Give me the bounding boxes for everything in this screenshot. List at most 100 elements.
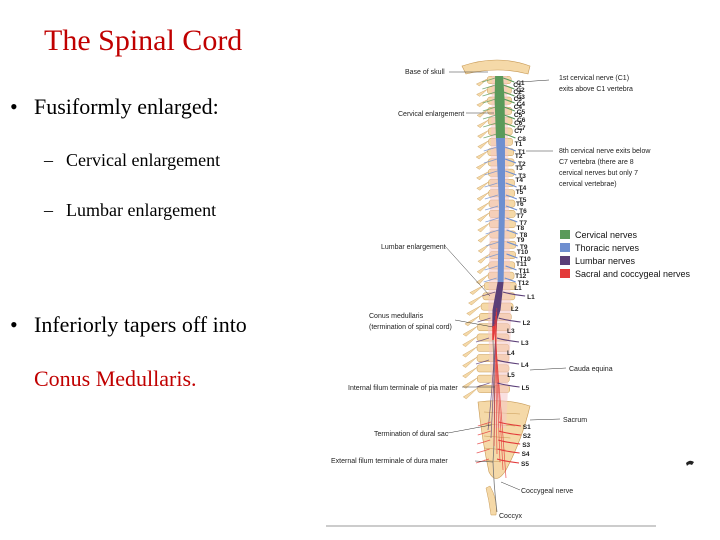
spinous-process [476, 120, 489, 128]
spinal-nerve [503, 84, 515, 90]
vertebra-label-c4: C4 [514, 104, 523, 111]
nerve-label-t11: T11 [519, 268, 530, 275]
label-lumbar-enlargement: Lumbar enlargement [381, 244, 446, 251]
sacrum-bone [477, 400, 531, 479]
label-c7-vertebra-note: C7 vertebra (there are 8 [559, 159, 634, 166]
spinal-nerve [505, 182, 517, 188]
vertebra-label-l3: L3 [507, 328, 515, 335]
spinal-nerve-left [484, 182, 498, 188]
spinal-nerve [504, 146, 516, 152]
spinal-nerve [505, 265, 517, 271]
spinous-process [477, 223, 490, 233]
label-exits-above-c1: exits above C1 vertebra [559, 86, 633, 93]
spinous-process [469, 284, 485, 295]
legend: Cervical nerves Thoracic nerves Lumbar n… [560, 230, 691, 279]
cauda-equina-fibre [494, 319, 504, 471]
nerve-label-c5: C5 [517, 109, 526, 116]
vertebra-label-l1: L1 [514, 285, 522, 292]
spinous-process [476, 202, 490, 212]
spinous-process [462, 356, 478, 368]
legend-label-lumbar: Lumbar nerves [575, 256, 636, 266]
cervical-cord-segment [494, 76, 505, 100]
spinous-process [462, 336, 478, 347]
vertebra-label-c5: C5 [514, 112, 523, 119]
spinal-nerve-left [476, 382, 490, 388]
spinal-nerve [504, 277, 516, 283]
nerve-label-c1: C1 [516, 80, 525, 87]
vertebra-label-c6: C6 [514, 120, 523, 127]
spinal-nerve [503, 77, 515, 83]
nerve-label-c4: C4 [517, 101, 526, 108]
bullet-fusiform: •Fusiformly enlarged: [10, 94, 219, 120]
spinal-nerve-left [477, 421, 491, 427]
spinal-nerve-left [477, 430, 491, 436]
spinal-nerve [504, 158, 517, 164]
bullet-tapers-text: Inferiorly tapers off into [34, 312, 247, 337]
spinous-process [466, 305, 482, 316]
spinal-nerve [498, 430, 521, 436]
label-first-cervical-nerve: 1st cervical nerve (C1) [559, 75, 629, 82]
spinous-process [475, 161, 489, 170]
leader-line [444, 245, 491, 297]
coccyx-bone [485, 485, 497, 516]
spinal-nerve [506, 241, 519, 247]
nerve-label-c2: C2 [516, 87, 525, 94]
spinal-nerve [498, 439, 521, 445]
vertebra-label-c7: C7 [514, 128, 523, 135]
spinal-nerve-left [483, 133, 497, 139]
spinal-nerve [503, 114, 516, 120]
legend-label-thoracic: Thoracic nerves [575, 243, 640, 253]
slide-title: The Spinal Cord [44, 24, 243, 57]
spinous-process [468, 295, 484, 306]
cauda-equina-fibre [493, 323, 507, 479]
spinous-process [476, 264, 489, 274]
spinous-process [462, 367, 478, 379]
vertebra-label-l2: L2 [511, 306, 519, 313]
spinal-nerve-left [485, 241, 500, 247]
nerve-label-c6: C6 [517, 117, 526, 124]
nerve-label-t12: T12 [518, 280, 530, 287]
vertebra-label-t10: T10 [517, 249, 529, 256]
spinal-nerve [496, 458, 520, 464]
nerve-label-t8: T8 [520, 232, 528, 239]
nerve-label-s3: S3 [522, 442, 530, 449]
spinal-nerve [504, 122, 516, 128]
vertebra-label-t3: T3 [515, 165, 523, 172]
spinal-nerve-left [482, 84, 496, 90]
label-sacrum: Sacrum [563, 417, 587, 424]
spinal-nerve-left [482, 291, 496, 297]
spinal-nerve [498, 317, 521, 323]
spinal-nerve-left [482, 91, 496, 97]
spinal-nerve [503, 106, 516, 112]
legend-swatch-thoracic [560, 243, 570, 252]
subbullet-lumbar: –Lumbar enlargement [44, 200, 216, 221]
vertebra-label-l4: L4 [507, 350, 515, 357]
spinous-process [477, 130, 489, 139]
label-eighth-cervical-nerve: 8th cervical nerve exits below [559, 148, 651, 155]
nerve-label-s5: S5 [521, 461, 529, 468]
spinal-nerve-left [484, 205, 499, 211]
vertebra-label-c1: C1 [513, 82, 522, 89]
vertebra-label-c3: C3 [514, 96, 523, 103]
nerve-label-t1: T1 [518, 149, 526, 156]
nerve-label-l4: L4 [521, 362, 529, 369]
spinal-nerve-left [485, 229, 499, 235]
nerve-label-t7: T7 [519, 220, 527, 227]
lumbar-cord-segment [492, 282, 504, 310]
spinous-process [476, 181, 489, 191]
spinal-nerve [505, 194, 518, 200]
label-coccyx: Coccyx [499, 513, 522, 520]
spinal-nerve-left [482, 77, 496, 83]
spinal-nerve-left [483, 277, 497, 283]
legend-swatch-lumbar [560, 256, 570, 265]
vertebra-label-t9: T9 [517, 237, 525, 244]
spinous-process [462, 326, 478, 337]
label-termination-of-dural-sac: Termination of dural sac [374, 431, 449, 438]
vertebra-label-t5: T5 [516, 189, 524, 196]
leader-line [447, 424, 492, 434]
bullet-glyph: • [10, 312, 18, 337]
thoracic-cord-segment [497, 205, 505, 282]
legend-label-sacral: Sacral and coccygeal nerves [575, 269, 691, 279]
vertebra-label-t11: T11 [516, 261, 527, 268]
spinous-process [477, 140, 489, 149]
